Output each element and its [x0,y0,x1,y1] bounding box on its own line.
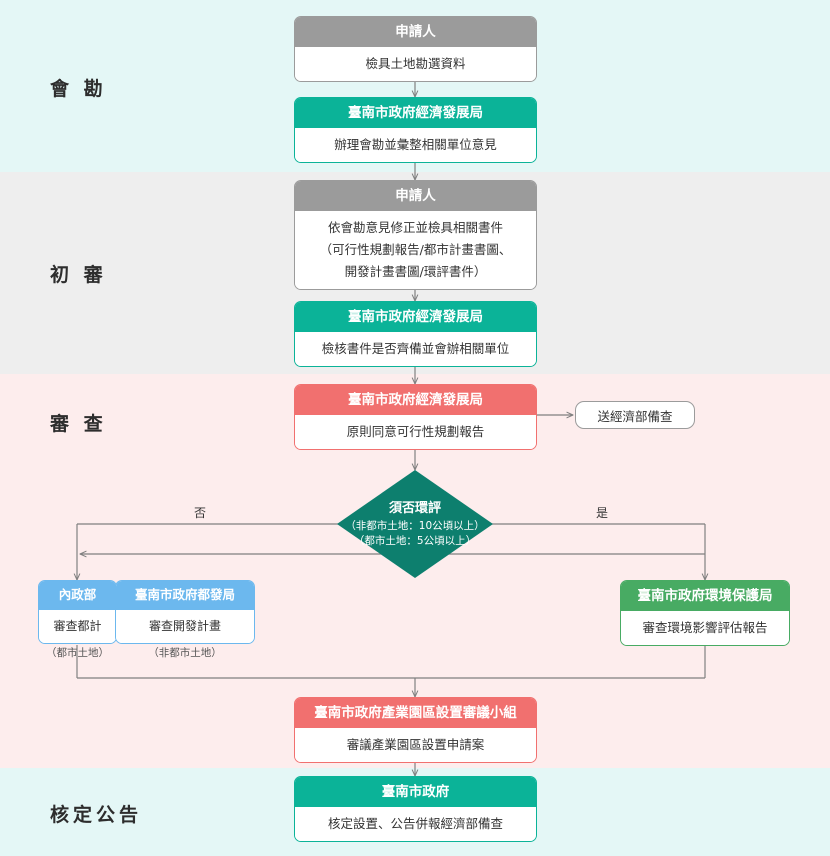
node-economic-development-bureau-3-body: 原則同意可行性規劃報告 [295,415,536,450]
node-economic-development-bureau-1-body: 辦理會勘並彙整相關單位意見 [295,128,536,163]
node-economic-development-bureau-1-header: 臺南市政府經濟發展局 [295,98,536,129]
node-ministry-of-interior-header: 內政部 [39,581,116,610]
stage-label-review: 審 查 [50,413,107,435]
node-tainan-city-government[interactable]: 臺南市政府 核定設置、公告併報經濟部備查 [294,776,537,843]
node-industrial-park-review-committee[interactable]: 臺南市政府產業園區設置審議小組 審議產業園區設置申請案 [294,697,537,764]
footnote-urban-land: （都市土地） [46,647,109,659]
decision-node-title: 須否環評 [388,501,441,517]
node-applicant-1-body: 檢具土地勘選資料 [295,47,536,82]
decision-node-subtitle-line-2: （都市土地：5公頃以上） [353,534,477,547]
node-ministry-of-interior-body: 審查都計 [39,609,116,643]
node-urban-development-bureau-body: 審查開發計畫 [116,609,254,643]
node-ministry-of-interior[interactable]: 內政部 審查都計 [38,580,117,644]
node-economic-development-bureau-2-header: 臺南市政府經濟發展局 [295,302,536,333]
node-applicant-2-header: 申請人 [295,181,536,212]
node-industrial-park-review-committee-body: 審議產業園區設置申請案 [295,728,536,763]
stage-label-approval-announcement: 核定公告 [50,804,143,826]
node-applicant-2-body-line-1: 依會勘意見修正並檢具相關書件 [327,220,503,236]
node-applicant-1[interactable]: 申請人 檢具土地勘選資料 [294,16,537,83]
footnote-non-urban-land: （非都市土地） [148,647,222,659]
node-urban-development-bureau-header: 臺南市政府都發局 [116,581,254,610]
node-industrial-park-review-committee-header: 臺南市政府產業園區設置審議小組 [295,698,536,729]
node-environmental-protection-bureau[interactable]: 臺南市政府環境保護局 審查環境影響評估報告 [620,580,790,647]
branch-label-yes: 是 [596,506,609,520]
decision-node-eia-required[interactable]: 須否環評 （非都市土地：10公頃以上） （都市土地：5公頃以上） [337,470,493,578]
node-tainan-city-government-header: 臺南市政府 [295,777,536,808]
node-applicant-2-body-line-3: 開發計畫書圖/環評書件） [344,263,487,279]
node-economic-development-bureau-1[interactable]: 臺南市政府經濟發展局 辦理會勘並彙整相關單位意見 [294,97,537,164]
decision-node-subtitle-line-1: （非都市土地：10公頃以上） [345,519,485,532]
node-tainan-city-government-body: 核定設置、公告併報經濟部備查 [295,807,536,842]
node-economic-development-bureau-3[interactable]: 臺南市政府經濟發展局 原則同意可行性規劃報告 [294,384,537,451]
node-applicant-2[interactable]: 申請人 依會勘意見修正並檢具相關書件 （可行性規劃報告/都市計畫書圖、 開發計畫… [294,180,537,290]
node-urban-development-bureau[interactable]: 臺南市政府都發局 審查開發計畫 [115,580,255,644]
decision-node-text: 須否環評 （非都市土地：10公頃以上） （都市土地：5公頃以上） [345,499,484,549]
node-applicant-2-body: 依會勘意見修正並檢具相關書件 （可行性規劃報告/都市計畫書圖、 開發計畫書圖/環… [295,211,536,289]
node-economic-development-bureau-3-header: 臺南市政府經濟發展局 [295,385,536,416]
node-moea-filing-label: 送經濟部備查 [597,408,673,424]
node-economic-development-bureau-2[interactable]: 臺南市政府經濟發展局 檢核書件是否齊備並會辦相關單位 [294,301,537,368]
node-applicant-2-body-line-2: （可行性規劃報告/都市計畫書圖、 [319,242,512,258]
node-environmental-protection-bureau-header: 臺南市政府環境保護局 [621,581,789,612]
node-economic-development-bureau-2-body: 檢核書件是否齊備並會辦相關單位 [295,332,536,367]
node-moea-filing[interactable]: 送經濟部備查 [575,401,695,429]
branch-label-no: 否 [194,506,207,520]
stage-label-site-survey: 會 勘 [50,78,107,100]
node-environmental-protection-bureau-body: 審查環境影響評估報告 [621,611,789,646]
node-applicant-1-header: 申請人 [295,17,536,48]
stage-label-preliminary-review: 初 審 [50,264,107,286]
